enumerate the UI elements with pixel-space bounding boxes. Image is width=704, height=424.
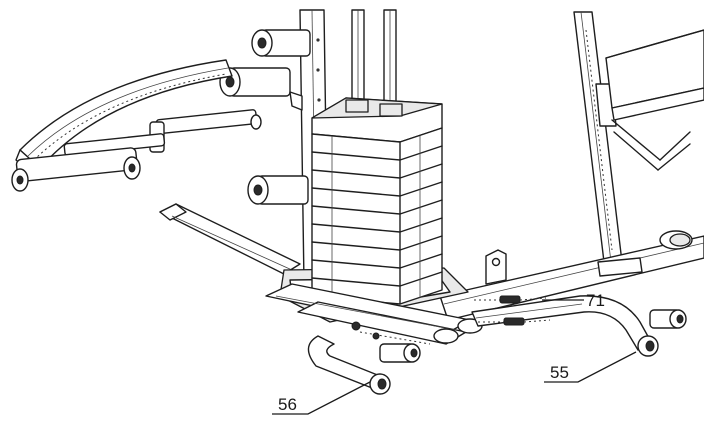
arm-crossbar — [149, 109, 262, 153]
callout-56: 56 — [272, 381, 371, 415]
front-stabilizer-56 — [265, 283, 483, 395]
front-base-rail — [159, 203, 301, 275]
seat-support-struts — [611, 119, 691, 171]
callout-label-71: 71 — [586, 291, 605, 310]
mounting-bracket — [485, 249, 507, 285]
weight-stack — [311, 97, 443, 305]
callout-label-55: 55 — [550, 363, 569, 382]
callout-55: 55 — [544, 351, 637, 383]
guide-rods — [351, 9, 397, 121]
bench-seat — [605, 29, 704, 121]
stack-plate-lines — [311, 145, 443, 287]
column-bracket — [289, 91, 303, 111]
callout-71: 71 — [542, 291, 605, 310]
bolt-set-71 — [474, 295, 551, 326]
rear-upright-frame — [573, 11, 623, 263]
arm-foot-roller — [11, 147, 141, 192]
lower-foam-roller — [247, 175, 309, 205]
upper-foam-roller — [251, 29, 311, 57]
callout-label-56: 56 — [278, 395, 297, 414]
rear-stabilizer-55 — [471, 295, 687, 357]
